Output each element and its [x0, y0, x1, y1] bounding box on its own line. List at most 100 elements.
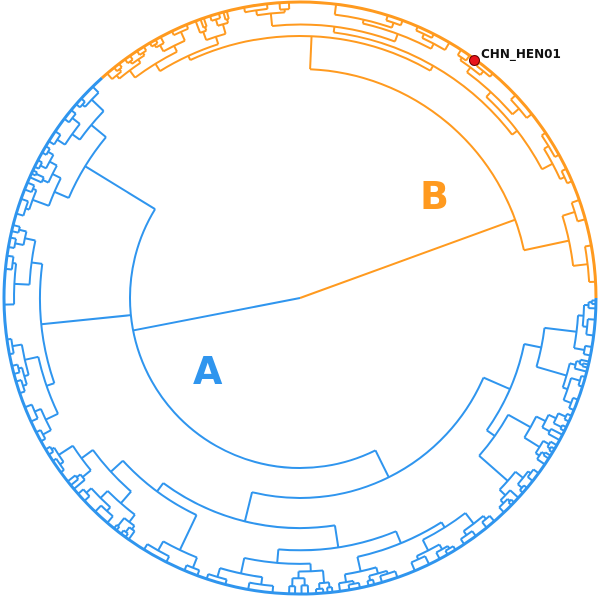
branch — [523, 436, 541, 448]
branch — [90, 98, 105, 112]
internal-node-arc — [463, 515, 484, 532]
branch — [194, 20, 202, 34]
branch — [14, 282, 30, 286]
internal-node-arc — [568, 397, 574, 409]
internal-node-arc — [162, 39, 186, 53]
internal-node-arc — [134, 50, 178, 79]
branch — [32, 187, 37, 192]
branch — [81, 469, 92, 478]
branch — [550, 427, 563, 436]
branch — [106, 506, 112, 512]
branch — [42, 179, 49, 184]
branch — [464, 512, 475, 525]
branch — [243, 491, 254, 522]
branch — [73, 479, 86, 490]
internal-node-arc — [542, 451, 547, 456]
branch — [462, 530, 468, 536]
internal-node-arc — [476, 65, 491, 78]
branch — [81, 103, 86, 108]
internal-node-arc — [368, 569, 388, 577]
branch — [479, 70, 485, 76]
branch — [42, 429, 52, 436]
branch — [124, 526, 131, 533]
internal-node-arc — [478, 414, 510, 457]
branch — [260, 577, 264, 585]
branch — [99, 490, 109, 499]
branch — [239, 557, 246, 574]
branch — [536, 458, 546, 466]
internal-node-arc — [421, 37, 446, 51]
branch — [478, 454, 509, 482]
branch — [541, 426, 551, 433]
branch — [421, 539, 430, 551]
internal-node-arc — [162, 540, 198, 559]
internal-node-arc — [416, 543, 440, 557]
branch — [333, 4, 338, 15]
internal-node-arc — [146, 543, 170, 558]
branch — [536, 365, 567, 377]
branch — [76, 473, 81, 479]
branch — [157, 540, 165, 551]
branch — [343, 574, 348, 583]
internal-node-arc — [244, 7, 268, 14]
branch — [202, 31, 208, 41]
branch — [553, 422, 562, 428]
branch — [570, 377, 581, 382]
branch — [429, 65, 434, 72]
branch — [31, 261, 43, 265]
internal-node-arc — [251, 377, 485, 499]
branch — [546, 446, 551, 450]
internal-node-arc — [22, 200, 30, 216]
internal-node-arc — [225, 17, 230, 21]
branch — [159, 44, 165, 52]
internal-node-arc — [559, 424, 564, 430]
internal-node-arc — [298, 569, 324, 573]
branch — [180, 31, 186, 42]
internal-node-arc — [22, 231, 28, 246]
branch — [25, 207, 30, 211]
branch — [486, 429, 496, 437]
branch — [153, 44, 158, 48]
branch — [562, 386, 568, 391]
branch — [29, 176, 42, 184]
branch — [56, 138, 66, 146]
branch — [440, 521, 446, 528]
branch — [204, 26, 208, 31]
branch — [374, 449, 390, 478]
branch — [557, 412, 567, 418]
branch — [154, 63, 161, 72]
branch — [110, 459, 124, 473]
internal-node-arc — [30, 404, 39, 419]
branch — [573, 263, 588, 267]
internal-node-arc — [510, 98, 528, 119]
branch — [385, 570, 389, 574]
branch — [85, 487, 92, 494]
branch — [322, 570, 326, 583]
internal-node-arc — [540, 134, 556, 158]
internal-node-arc — [457, 54, 467, 62]
clade-b-label: B — [420, 174, 449, 218]
internal-node-arc — [131, 54, 146, 65]
branch — [509, 489, 520, 499]
internal-node-arc — [485, 343, 526, 431]
internal-node-arc — [64, 123, 81, 146]
internal-node-arc — [272, 23, 396, 43]
branch — [542, 440, 550, 446]
branch — [517, 483, 523, 489]
internal-node-arc — [577, 375, 583, 386]
branch — [12, 343, 22, 348]
internal-node-arc — [39, 263, 56, 384]
internal-node-arc — [123, 517, 136, 527]
branch — [47, 150, 54, 156]
branch — [574, 367, 587, 373]
branch — [128, 514, 136, 523]
internal-node-arc — [561, 363, 571, 388]
branch — [547, 433, 561, 441]
branch — [511, 107, 520, 116]
internal-node-arc — [548, 446, 553, 451]
branch — [410, 561, 416, 572]
branch — [156, 482, 165, 493]
highlighted-tip-marker[interactable] — [469, 55, 480, 66]
